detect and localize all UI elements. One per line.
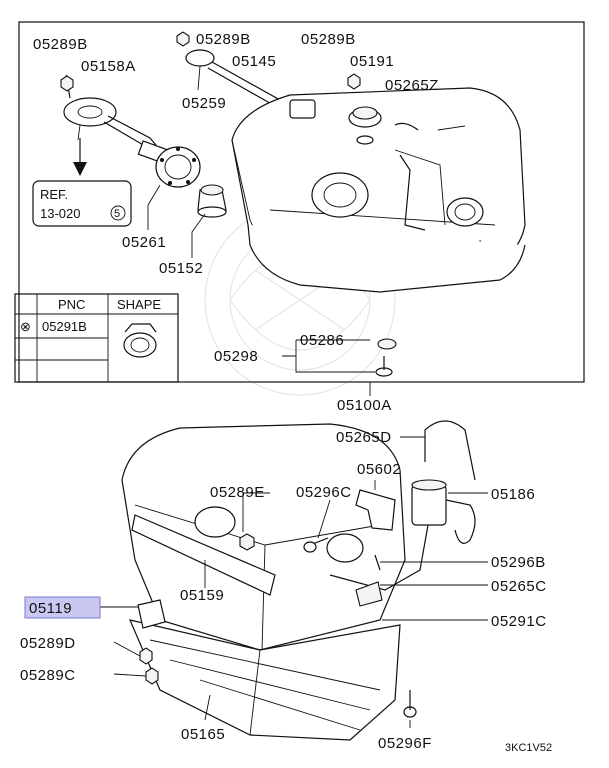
label-05265Z[interactable]: 05265Z: [385, 77, 439, 94]
nut-05289B-right[interactable]: [347, 73, 361, 90]
bolt-05298[interactable]: [375, 356, 393, 377]
label-05289D[interactable]: 05289D: [20, 635, 76, 652]
label-05289B-b[interactable]: 05289B: [196, 31, 251, 48]
leader-05265Z: [437, 125, 466, 131]
bracket-05602[interactable]: [355, 489, 396, 531]
ref-line2: 13-020: [40, 206, 80, 221]
fuel-cap-05191[interactable]: [348, 106, 382, 145]
leader-05152: [191, 213, 206, 258]
pnc-shape-table: PNC SHAPE ⊗ 05291B: [14, 293, 179, 383]
label-05289E[interactable]: 05289E: [210, 484, 265, 501]
label-05119[interactable]: 05119: [29, 600, 72, 617]
nut-05289B-top[interactable]: [176, 31, 190, 47]
fuel-filter-05186[interactable]: [411, 479, 447, 526]
label-05191[interactable]: 05191: [350, 53, 394, 70]
hose-clamp-shape-icon: [123, 323, 157, 358]
label-05165[interactable]: 05165: [181, 726, 225, 743]
reference-box[interactable]: REF. 13-020 5: [32, 180, 132, 227]
label-05602[interactable]: 05602: [357, 461, 401, 478]
label-05289B-a[interactable]: 05289B: [33, 36, 88, 53]
nut-05289B-left[interactable]: [60, 75, 74, 92]
fuel-tank-lower[interactable]: [121, 423, 406, 651]
table-row-mark: ⊗: [20, 319, 31, 334]
highlight-05119: [24, 596, 101, 619]
outlet-hose: [445, 499, 476, 544]
label-05100A[interactable]: 05100A: [337, 397, 392, 414]
skid-plate-05165[interactable]: [128, 619, 401, 741]
top-labels: 05289B 05158A 05289B 05145 05259 05289B …: [33, 31, 439, 365]
label-05291C[interactable]: 05291C: [491, 613, 547, 630]
label-05159[interactable]: 05159: [180, 587, 224, 604]
table-row-pnc[interactable]: 05291B: [42, 319, 87, 334]
fuel-tank-upper-05100A[interactable]: [231, 87, 526, 293]
label-05259[interactable]: 05259: [182, 95, 226, 112]
label-05289B-c[interactable]: 05289B: [301, 31, 356, 48]
clamp-05291C[interactable]: [355, 581, 383, 607]
strap-05159[interactable]: [131, 514, 276, 596]
bottom-labels: 05265D 05602 05289E 05296C 05186 05296B …: [20, 429, 547, 752]
label-05158A[interactable]: 05158A: [81, 58, 136, 75]
table-header-pnc: PNC: [58, 297, 85, 312]
label-05152[interactable]: 05152: [159, 260, 203, 277]
ref-circled-number: 5: [114, 208, 120, 220]
top-section-frame: [18, 21, 585, 383]
bolt-05289E[interactable]: [239, 533, 255, 551]
bracket-05119[interactable]: [137, 599, 166, 629]
label-05186[interactable]: 05186: [491, 486, 535, 503]
bolt-05296B[interactable]: [374, 554, 381, 571]
label-05296C[interactable]: 05296C: [296, 484, 352, 501]
label-05265C[interactable]: 05265C: [491, 578, 547, 595]
gasket-05261[interactable]: [155, 146, 201, 188]
table-header-shape: SHAPE: [117, 297, 161, 312]
diagram-code: 3KC1V52: [505, 742, 552, 754]
ref-arrow-head: [73, 162, 87, 176]
bolt-05296F[interactable]: [403, 690, 417, 718]
washer-05286[interactable]: [377, 338, 397, 350]
nut-05289D[interactable]: [139, 647, 153, 665]
label-05298[interactable]: 05298: [214, 348, 258, 365]
fuel-filter-05152[interactable]: [197, 184, 227, 218]
label-05265D[interactable]: 05265D: [336, 429, 392, 446]
leader-05286-05298: [282, 339, 375, 373]
hose-05265Z[interactable]: [394, 122, 419, 131]
ref-line1: REF.: [40, 187, 68, 202]
hose-05265D[interactable]: [424, 420, 476, 481]
label-05296F[interactable]: 05296F: [378, 735, 432, 752]
hose-05265C[interactable]: [329, 524, 429, 591]
nut-05289C[interactable]: [145, 667, 159, 685]
label-05289C[interactable]: 05289C: [20, 667, 76, 684]
label-05286[interactable]: 05286: [300, 332, 344, 349]
bolt-05296C[interactable]: [303, 537, 329, 553]
bottom-leaders: [100, 436, 488, 728]
label-05261[interactable]: 05261: [122, 234, 166, 251]
label-05296B[interactable]: 05296B: [491, 554, 546, 571]
label-05145[interactable]: 05145: [232, 53, 276, 70]
leader-05261: [147, 184, 161, 230]
pump-part: [326, 533, 364, 563]
